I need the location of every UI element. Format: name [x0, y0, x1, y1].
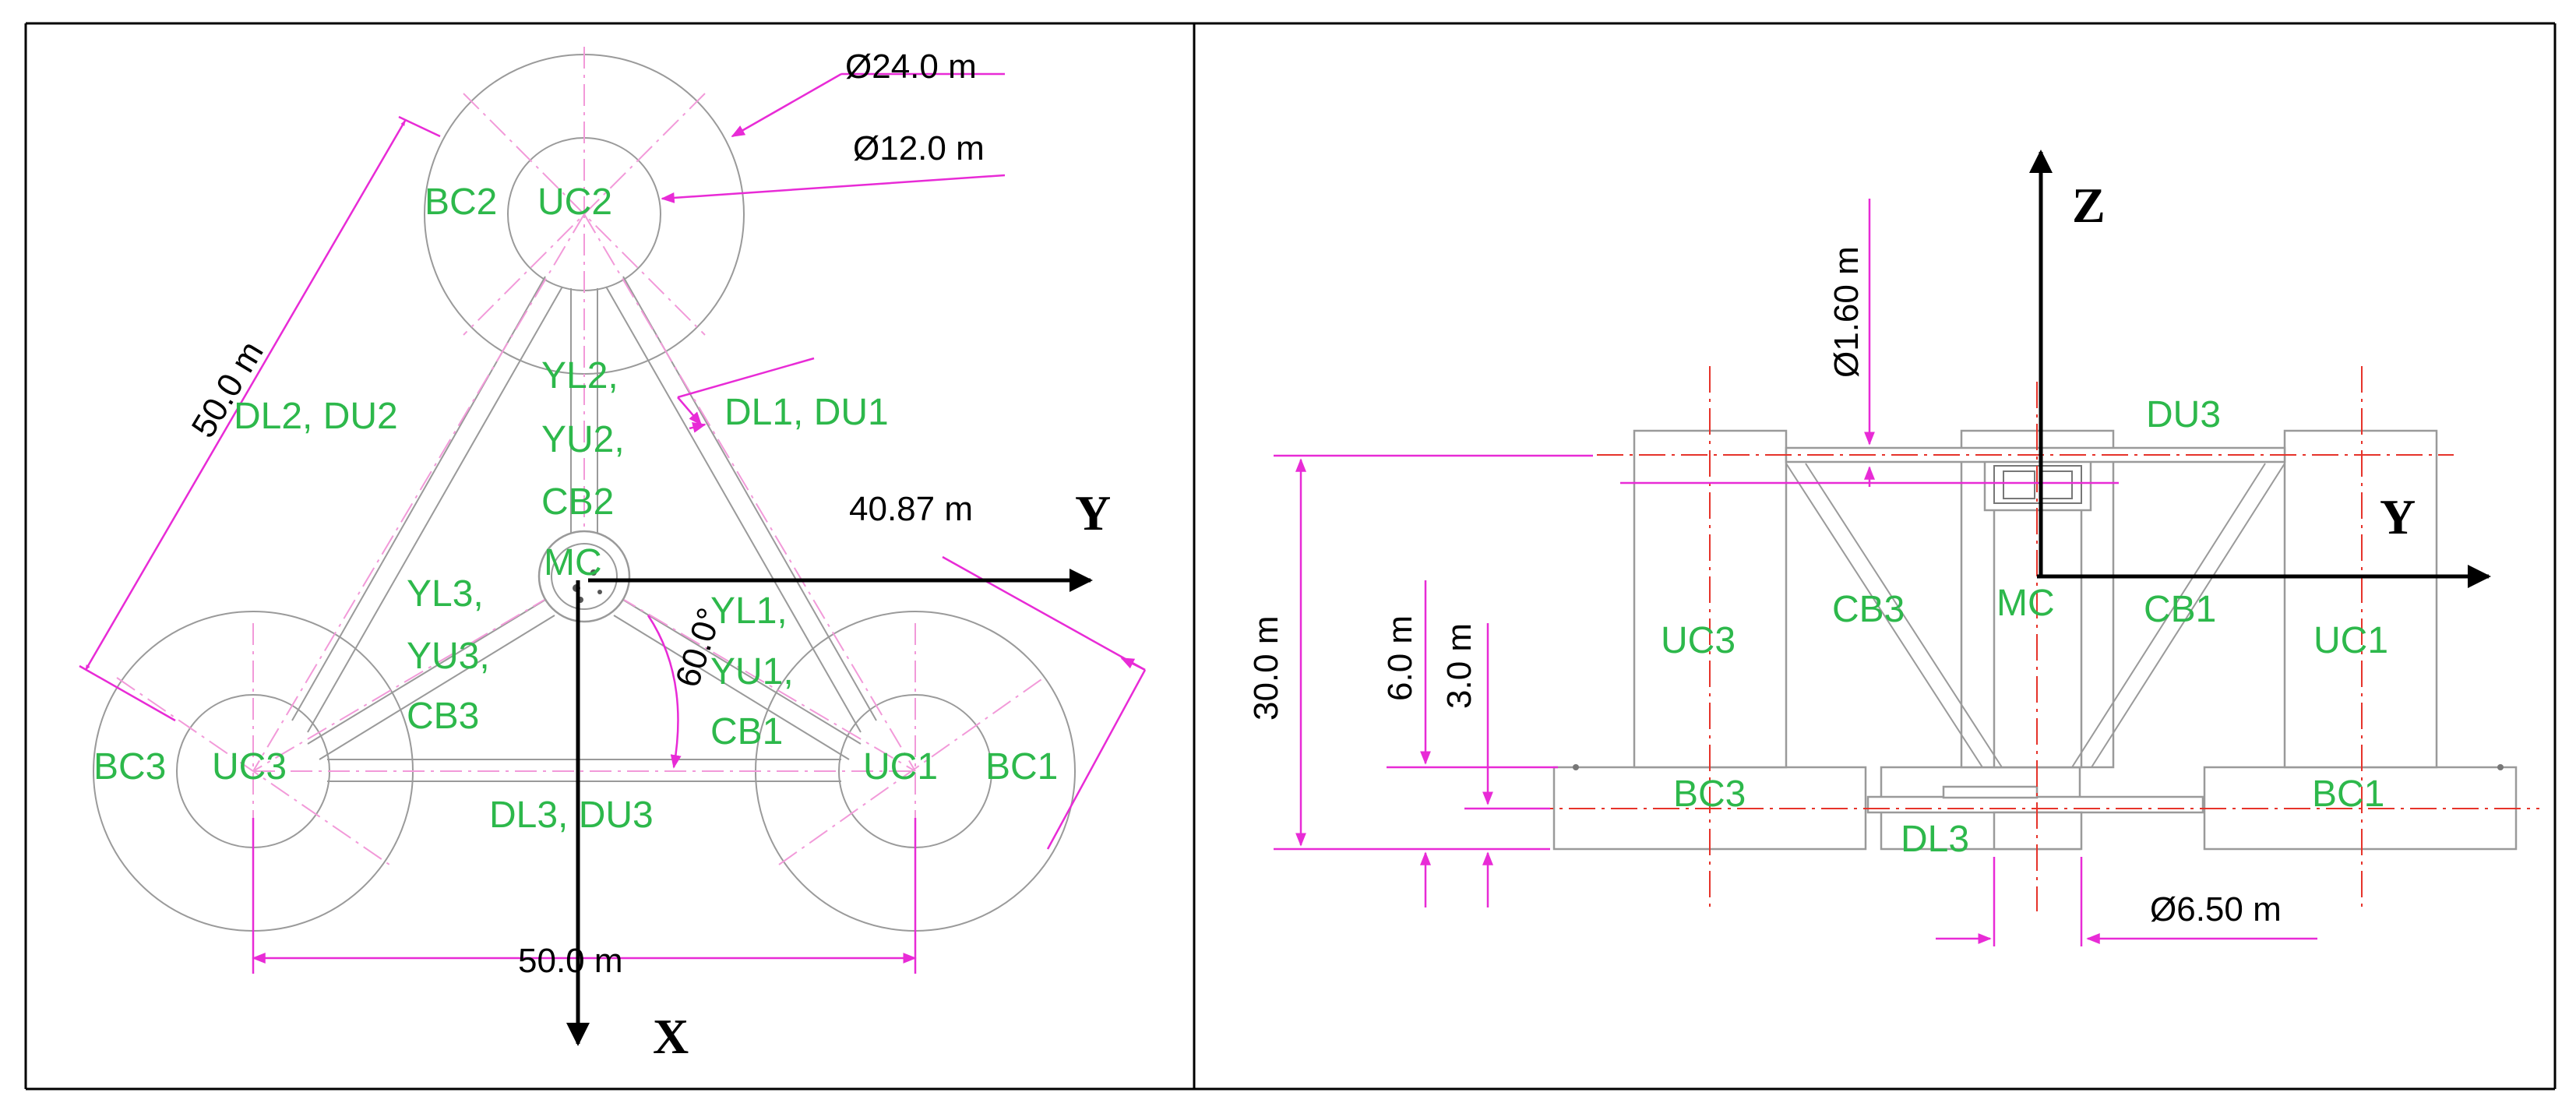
dim-height: 30.0 m: [1247, 615, 1285, 721]
elev-label-mc: MC: [1996, 583, 2055, 624]
elevation-dimensions: [1274, 199, 2317, 946]
label-uc2: UC2: [537, 181, 612, 223]
label-dl2-du2: DL2, DU2: [234, 396, 398, 437]
main-column-plan: [537, 530, 631, 623]
elev-label-bc1: BC1: [2312, 773, 2384, 815]
elevation-y-axis-label: Y: [2380, 489, 2416, 544]
label-yl2: YL2,: [541, 355, 618, 396]
label-dl1-du1: DL1, DU1: [724, 392, 889, 433]
label-bc1: BC1: [985, 746, 1058, 788]
label-dl3-du3: DL3, DU3: [489, 795, 654, 836]
dim-mc-diameter: Ø6.50 m: [2150, 890, 2282, 929]
dim-inner-diameter: Ø12.0 m: [853, 129, 985, 167]
dim-bc-height: 6.0 m: [1381, 615, 1419, 701]
elevation-z-axis-label: Z: [2072, 178, 2106, 233]
elevation-centerlines: [1527, 366, 2539, 911]
dim-base-length: 50.0 m: [518, 942, 623, 980]
elev-label-dl3: DL3: [1901, 819, 1969, 860]
elev-label-uc1: UC1: [2313, 620, 2388, 661]
plan-y-axis-label: Y: [1075, 485, 1111, 541]
label-yu3: YU3,: [407, 636, 490, 677]
elev-label-cb1: CB1: [2144, 589, 2216, 630]
label-yl3: YL3,: [407, 573, 484, 615]
elev-label-uc3: UC3: [1661, 620, 1736, 661]
dim-outer-diameter: Ø24.0 m: [845, 48, 977, 86]
plan-view: Y X Ø24.0 m Ø12.0 m 50.0 m 50.0 m 40.87 …: [79, 47, 1147, 1064]
elev-label-cb3: CB3: [1832, 589, 1905, 630]
elevation-view: Z Y Ø1.60 m 30.0 m 6.0 m 3.0 m Ø6.50 m D…: [1247, 150, 2539, 946]
label-bc3: BC3: [93, 746, 166, 788]
label-cb2: CB2: [541, 481, 614, 523]
elevation-axes: [2029, 150, 2491, 588]
plan-axes: [566, 569, 1093, 1046]
label-cb3: CB3: [407, 696, 479, 737]
dim-brace-diameter: Ø1.60 m: [1827, 246, 1866, 378]
label-mc: MC: [544, 542, 602, 583]
elev-label-du3: DU3: [2146, 394, 2221, 435]
label-cb1: CB1: [710, 711, 783, 752]
label-yu2: YU2,: [541, 419, 625, 460]
frame: [24, 22, 2557, 1091]
dim-draft: 3.0 m: [1440, 623, 1478, 709]
label-uc3: UC3: [212, 746, 287, 788]
plan-x-axis-label: X: [653, 1009, 689, 1064]
label-yu1: YU1,: [710, 651, 794, 692]
plan-dimensions: [79, 72, 1147, 974]
plan-centerlines: [116, 47, 1045, 919]
dim-offset: 40.87 m: [849, 490, 973, 528]
elev-label-bc3: BC3: [1673, 773, 1746, 815]
label-yl1: YL1,: [710, 590, 788, 632]
label-uc1: UC1: [863, 746, 938, 788]
label-bc2: BC2: [425, 181, 497, 223]
